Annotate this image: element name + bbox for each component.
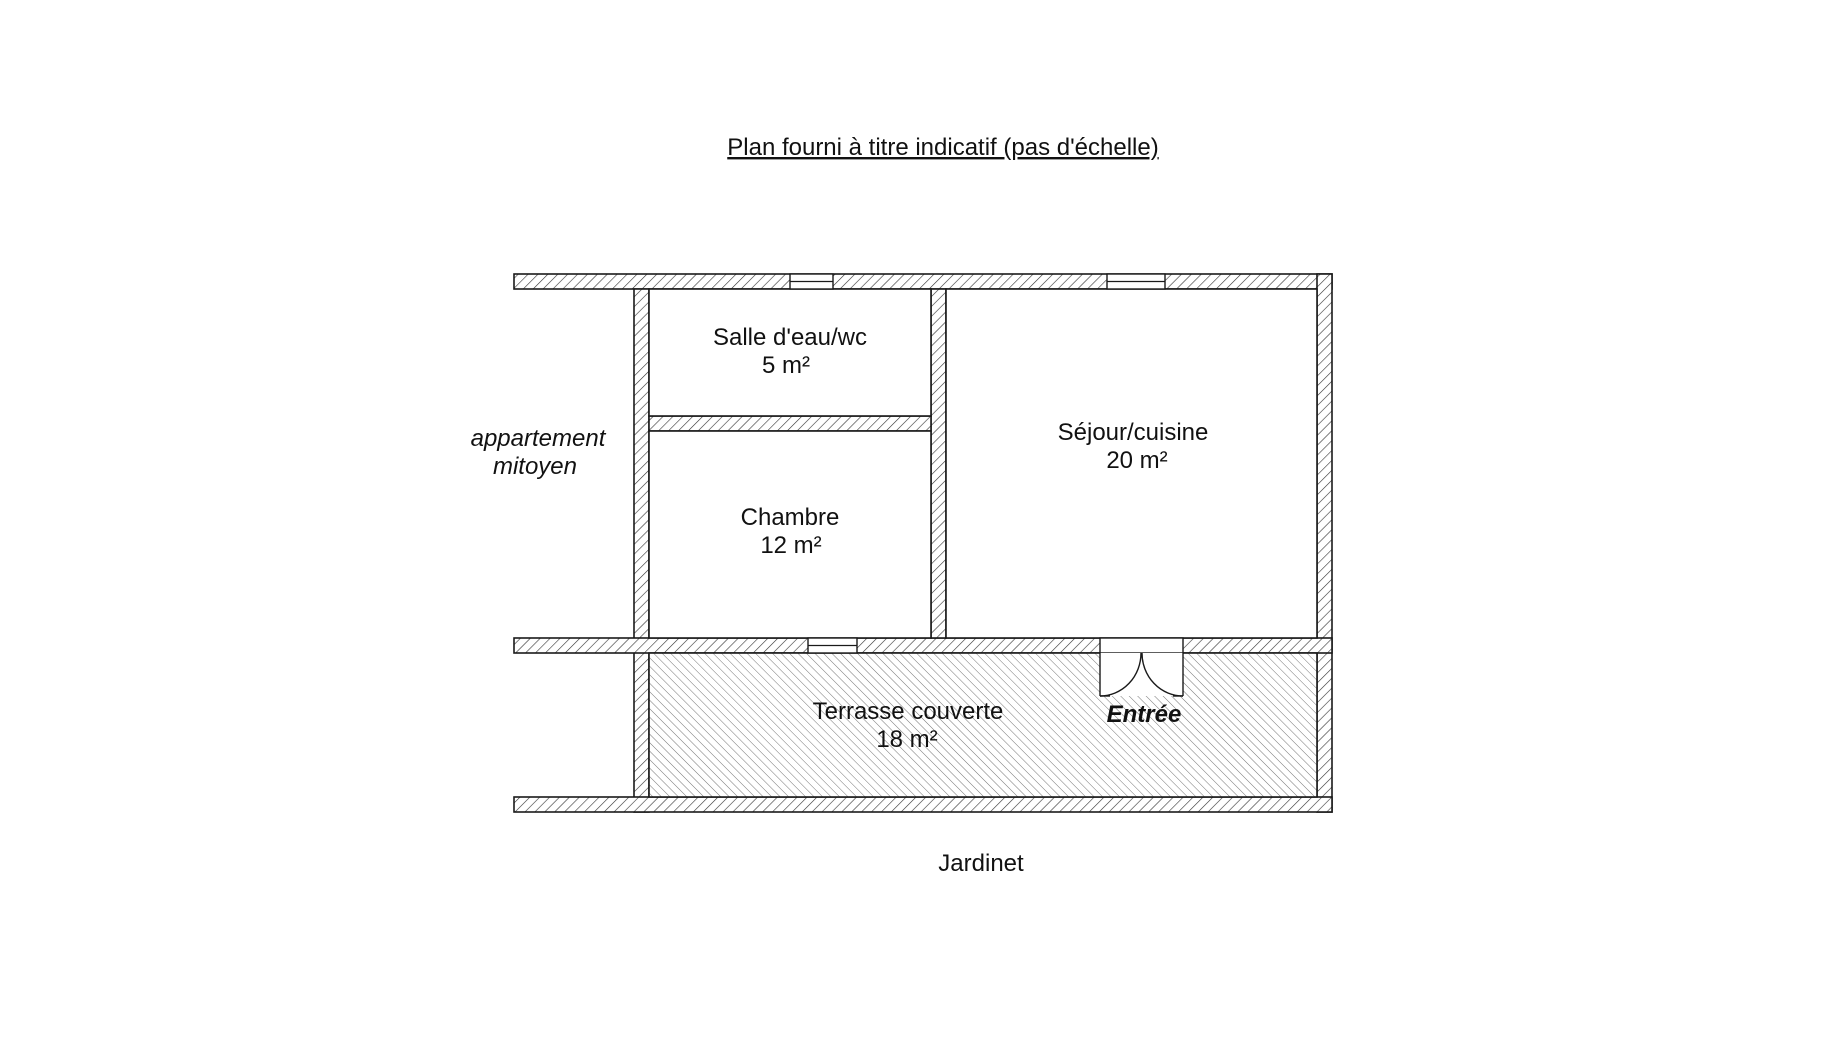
- left-party-wall: [633, 288, 650, 813]
- label-entrance: Entrée: [1107, 701, 1182, 728]
- label-salle-eau-area: 5 m²: [762, 352, 810, 379]
- label-terrasse-area: 18 m²: [876, 726, 937, 753]
- terrace-separator-wall: [513, 637, 1333, 654]
- bottom-wall: [513, 796, 1333, 813]
- entrance-door: [1099, 637, 1184, 697]
- label-garden: Jardinet: [938, 850, 1024, 877]
- label-sejour-area: 20 m²: [1106, 447, 1167, 474]
- window-chambre: [807, 637, 858, 654]
- window-sejour: [1106, 273, 1166, 290]
- room-sejour: [945, 288, 1318, 639]
- label-sejour-name: Séjour/cuisine: [1058, 419, 1209, 446]
- label-terrasse-name: Terrasse couverte: [813, 698, 1004, 725]
- room-terrasse: [648, 652, 1318, 798]
- room-chambre: [648, 430, 932, 639]
- label-chambre-name: Chambre: [741, 504, 840, 531]
- bathroom-bedroom-partition: [648, 415, 932, 432]
- room-salle-eau: [648, 288, 932, 417]
- label-salle-eau-name: Salle d'eau/wc: [713, 324, 867, 351]
- label-neighbor-line2: mitoyen: [493, 453, 577, 480]
- label-chambre-area: 12 m²: [760, 532, 821, 559]
- plan-title: Plan fourni à titre indicatif (pas d'éch…: [727, 134, 1158, 161]
- right-wall: [1316, 273, 1333, 813]
- window-salle-eau: [789, 273, 834, 290]
- central-partition: [930, 288, 947, 639]
- top-wall: [513, 273, 1333, 290]
- label-neighbor-line1: appartement: [471, 425, 607, 452]
